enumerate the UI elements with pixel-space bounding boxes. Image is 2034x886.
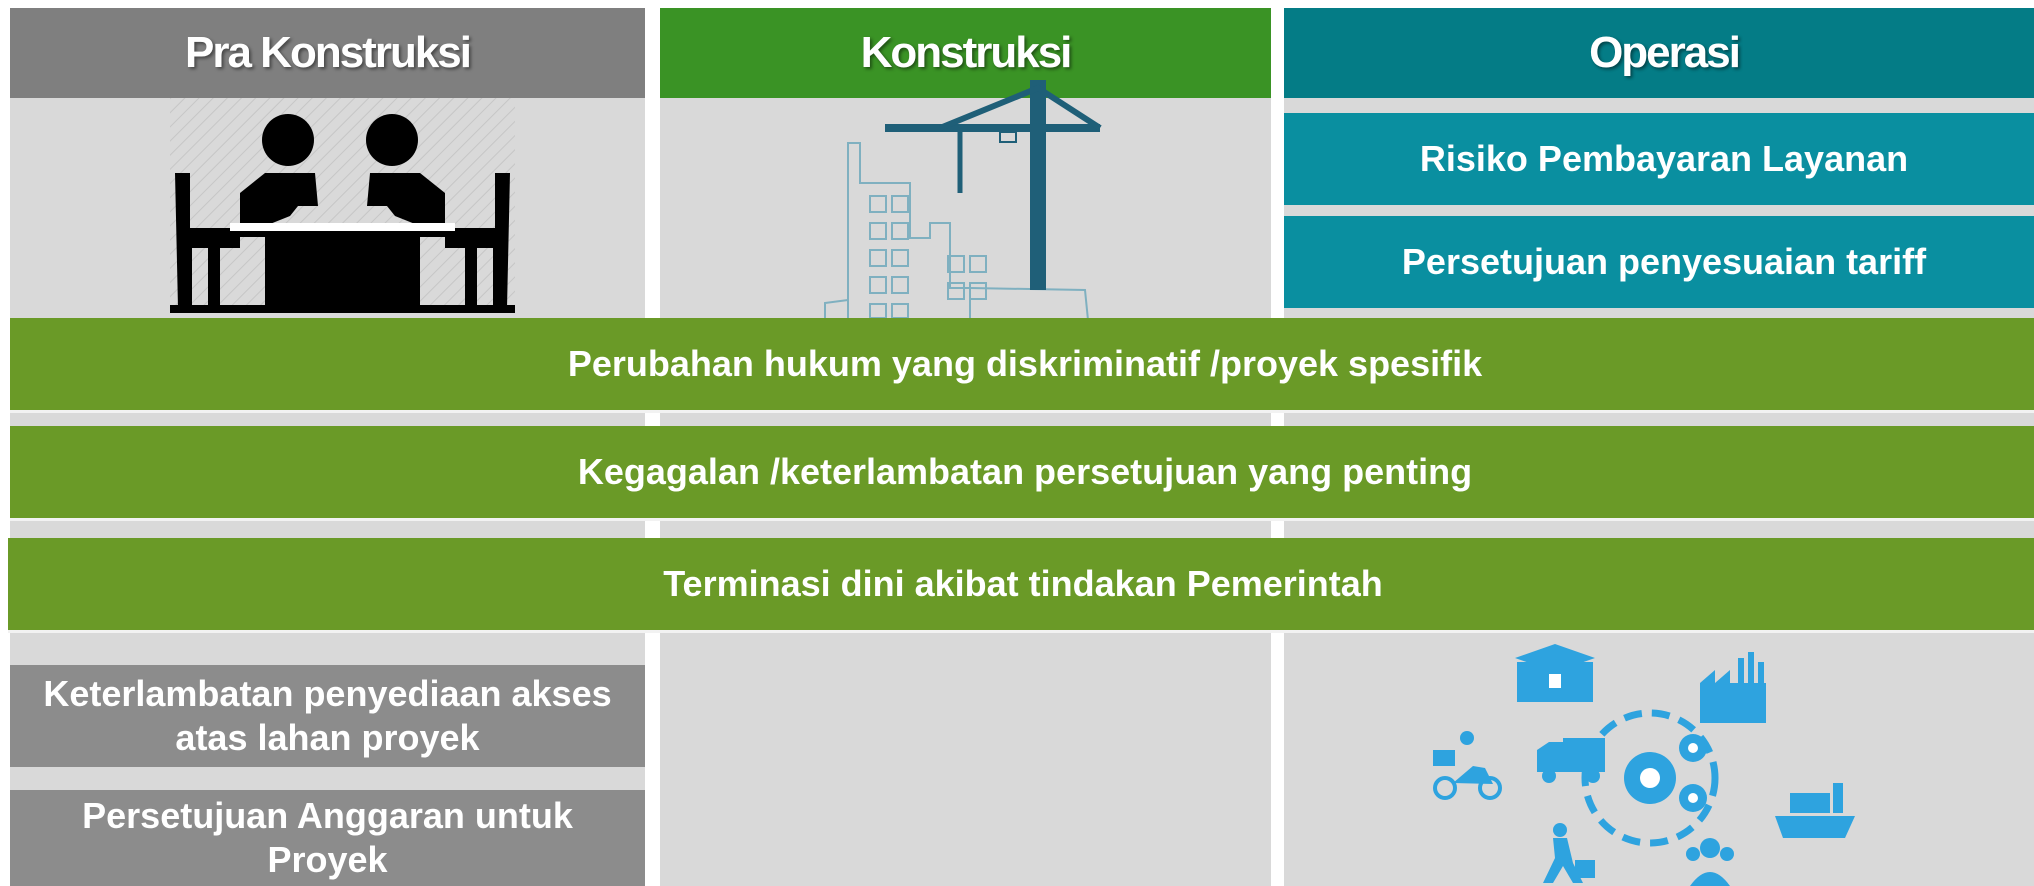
pra-konstruksi-header: Pra Konstruksi bbox=[10, 8, 645, 98]
meeting-negotiation-icon bbox=[170, 98, 515, 313]
building-crane-icon bbox=[824, 80, 1102, 320]
pra-item-persetujuan-anggaran: Persetujuan Anggaran untuk Proyek bbox=[10, 790, 645, 886]
logistics-operations-icon bbox=[1433, 644, 1855, 886]
operasi-item-persetujuan-tariff: Persetujuan penyesuaian tariff bbox=[1284, 216, 2034, 308]
konstruksi-header: Konstruksi bbox=[660, 8, 1271, 98]
band-terminasi-dini: Terminasi dini akibat tindakan Pemerinta… bbox=[8, 538, 2034, 633]
band-kegagalan-persetujuan: Kegagalan /keterlambatan persetujuan yan… bbox=[10, 426, 2034, 521]
pra-item-akses-lahan: Keterlambatan penyediaan akses atas laha… bbox=[10, 665, 645, 767]
operasi-item-risiko-pembayaran: Risiko Pembayaran Layanan bbox=[1284, 113, 2034, 205]
operasi-header: Operasi bbox=[1284, 8, 2034, 98]
band-perubahan-hukum: Perubahan hukum yang diskriminatif /proy… bbox=[10, 318, 2034, 413]
